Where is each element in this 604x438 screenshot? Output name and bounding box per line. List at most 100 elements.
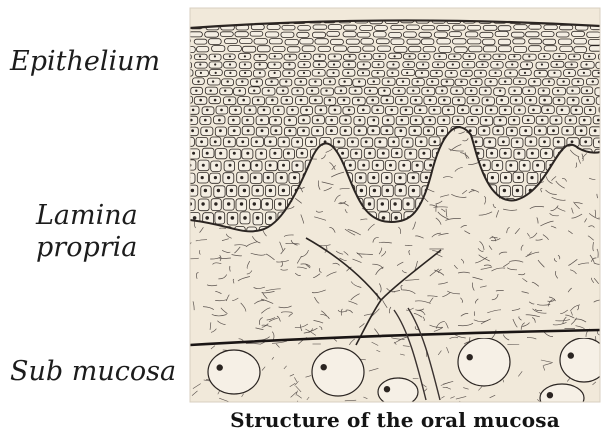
cell-nucleus [224, 90, 226, 92]
epithelial-cell [407, 39, 420, 44]
cell-nucleus [210, 90, 212, 92]
epithelial-cell [257, 46, 270, 52]
cell-nucleus [446, 80, 448, 82]
cell-nucleus [513, 119, 516, 122]
cell-nucleus [261, 129, 264, 132]
cell-nucleus [269, 189, 272, 192]
cell-nucleus [303, 72, 305, 74]
cell-nucleus [594, 129, 597, 132]
cell-nucleus [214, 176, 217, 179]
fat-cell [378, 378, 418, 405]
cell-nucleus [343, 80, 345, 82]
cell-nucleus [541, 63, 543, 65]
epithelial-cell [361, 39, 374, 45]
cell-nucleus [325, 90, 327, 92]
cell-nucleus [580, 129, 583, 132]
epithelial-cell [406, 25, 419, 30]
epithelial-cell [482, 97, 494, 105]
epithelial-cell [437, 26, 450, 31]
epithelial-cell [534, 70, 547, 77]
cell-nucleus [305, 109, 308, 112]
epithelial-cell [194, 39, 207, 44]
cell-nucleus [406, 72, 408, 74]
epithelial-cell [389, 32, 402, 37]
epithelial-cell [453, 25, 466, 30]
cell-nucleus [402, 80, 404, 82]
cell-nucleus [386, 189, 389, 192]
epithelial-cell [281, 32, 294, 37]
cell-nucleus [379, 140, 382, 143]
epithelial-cell [360, 26, 373, 31]
epithelial-cell [498, 39, 510, 45]
cell-nucleus [376, 164, 379, 167]
cell-nucleus [504, 80, 506, 82]
epithelial-cell [242, 46, 255, 52]
cell-nucleus [253, 176, 256, 179]
cell-nucleus [524, 72, 526, 74]
cell-nucleus [280, 176, 283, 179]
cell-nucleus [187, 140, 190, 143]
cell-nucleus [362, 109, 365, 112]
epithelial-cell [186, 47, 195, 53]
epithelial-cell [254, 39, 268, 45]
cell-nucleus [450, 72, 452, 74]
cell-nucleus [232, 119, 235, 122]
fat-cell-nucleus [321, 364, 327, 370]
cell-nucleus [260, 152, 263, 155]
cell-nucleus [503, 189, 506, 192]
cell-nucleus [513, 90, 515, 92]
cell-nucleus [437, 63, 439, 65]
epithelial-cell [302, 46, 315, 52]
cell-nucleus [406, 202, 409, 205]
cell-nucleus [409, 152, 412, 155]
cell-nucleus [214, 99, 217, 102]
cell-nucleus [246, 119, 249, 122]
epithelial-cell [574, 38, 587, 44]
cell-nucleus [214, 202, 217, 205]
cell-nucleus [301, 152, 304, 155]
cell-nucleus [341, 152, 344, 155]
cell-nucleus [481, 63, 483, 65]
cell-nucleus [453, 55, 455, 57]
cell-nucleus [348, 109, 351, 112]
cell-nucleus [392, 63, 394, 65]
cell-nucleus [255, 164, 258, 167]
epithelial-cell [318, 46, 330, 51]
epithelial-cell [254, 62, 267, 69]
cell-nucleus [330, 119, 333, 122]
fat-cell [208, 350, 260, 394]
fat-cell-nucleus [467, 354, 473, 360]
cell-nucleus [538, 129, 541, 132]
cell-nucleus [205, 216, 209, 220]
cell-nucleus [278, 202, 281, 205]
cell-nucleus [267, 176, 270, 179]
cell-nucleus [499, 119, 502, 122]
submucosa-label: Sub mucosa [10, 356, 176, 388]
cell-nucleus [195, 90, 197, 92]
cell-nucleus [483, 164, 486, 167]
cell-nucleus [413, 129, 416, 132]
epithelial-cell [483, 39, 496, 45]
epithelial-cell [376, 39, 389, 44]
epithelial-cell [315, 39, 329, 44]
cell-nucleus [349, 55, 351, 57]
cell-nucleus [557, 90, 559, 92]
epithelial-cell [419, 32, 432, 37]
cell-nucleus [561, 109, 564, 112]
cell-nucleus [344, 129, 347, 132]
cell-nucleus [419, 109, 422, 112]
epithelial-cell [409, 46, 421, 52]
cell-nucleus [314, 80, 316, 82]
cell-nucleus [382, 152, 385, 155]
cell-nucleus [414, 99, 417, 102]
cell-nucleus [200, 72, 202, 74]
cell-nucleus [486, 99, 489, 102]
cell-nucleus [282, 90, 284, 92]
epithelial-cell [556, 32, 569, 37]
cell-nucleus [247, 129, 250, 132]
epithelial-cell [394, 47, 407, 53]
cell-nucleus [372, 129, 375, 132]
cell-nucleus [257, 99, 260, 102]
epithelial-cell [208, 39, 221, 45]
cell-nucleus [303, 63, 305, 65]
